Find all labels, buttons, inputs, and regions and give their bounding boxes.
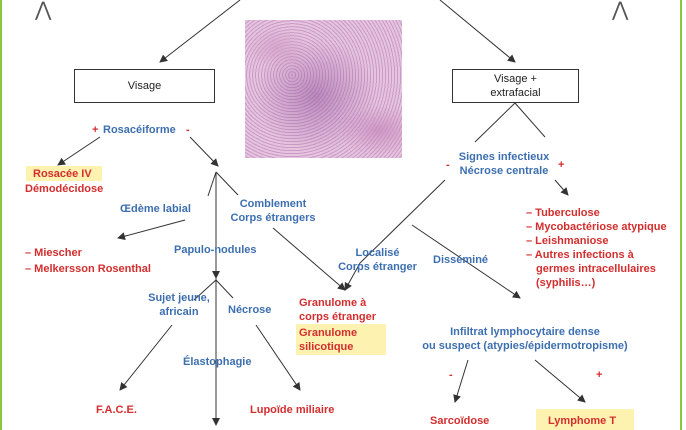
branch-necrose: [215, 279, 234, 299]
label-sujet-jeune: Sujet jeune, africain: [148, 292, 210, 318]
highlight-rosacee: [26, 166, 102, 181]
arrow-rosaceiforme-minus: [189, 136, 219, 167]
label-rosacee-iv: Rosacée IV: [33, 168, 92, 180]
label-sarcoidose: Sarcoïdose: [430, 415, 490, 427]
label-face: F.A.C.E.: [96, 404, 137, 416]
label-signes-infectieux: Signes infectieux Nécrose centrale: [458, 151, 550, 177]
branch-comblement: [215, 171, 239, 196]
top-right-arrowhead-icon: ⋀: [612, 0, 629, 21]
highlight-silicotique: [296, 324, 386, 355]
minus-sign-sarcoidose: -: [449, 369, 453, 381]
plus-sign-lymphome: +: [596, 369, 603, 381]
arrow-to-lymphome: [534, 359, 586, 403]
top-left-arrowhead-icon: ⋀: [35, 0, 52, 21]
line-box-to-signes: [474, 102, 516, 143]
label-lymphome-t: Lymphome T: [548, 415, 617, 427]
arrow-to-rosacee: [57, 136, 101, 166]
arrow-to-infiltrat: [411, 224, 521, 299]
highlight-lymphome: [536, 409, 634, 430]
arrow-to-infections: [554, 179, 569, 196]
arrow-comblement-to-granulome: [272, 227, 346, 291]
arrow-to-sarcoidose: [453, 359, 469, 403]
label-granulome-silicotique: Granulome silicotique: [299, 327, 358, 353]
label-melkersson: – Melkersson Rosenthal: [25, 263, 151, 275]
arrow-top-to-visage: [159, 0, 241, 63]
label-miescher: – Miescher: [25, 247, 82, 259]
arrow-localise-to-granulome: [344, 262, 361, 291]
line-to-localise: [359, 179, 446, 264]
label-granulome-corps-etranger: Granulome à corps étranger: [299, 297, 377, 323]
box-visage: Visage: [74, 69, 215, 103]
line-box-to-signes-2: [514, 102, 546, 138]
arrow-to-miescher: [117, 219, 186, 241]
arrow-to-face: [119, 324, 173, 391]
label-comblement: Comblement Corps étrangers: [230, 198, 316, 224]
arrow-top-to-visage-extra: [439, 0, 516, 63]
plus-sign: +: [92, 124, 99, 136]
minus-sign: -: [186, 124, 190, 136]
label-dissemine: Disséminé: [433, 254, 489, 266]
list-infections: – Tuberculose – Mycobactériose atypique …: [526, 207, 667, 289]
label-demodecidose: Démodécidose: [25, 183, 104, 195]
branch-oedeme: [207, 171, 217, 197]
plus-sign-right: +: [558, 159, 565, 171]
label-papulo-nodules: Papulo-nodules: [174, 244, 257, 256]
label-lupoide-miliaire: Lupoïde miliaire: [250, 404, 335, 416]
label-rosaceiforme: Rosacéiforme: [103, 124, 176, 136]
box-visage-extrafacial: Visage + extrafacial: [452, 69, 579, 103]
label-elastophagie: Élastophagie: [183, 356, 252, 368]
label-infiltrat: Infiltrat lymphocytaire dense ou suspect…: [422, 326, 628, 352]
label-localise: Localisé Corps étranger: [338, 247, 417, 273]
histology-micrograph: [245, 20, 402, 158]
arrow-to-lupoide: [255, 324, 301, 391]
branch-sujet: [193, 279, 217, 301]
minus-sign-right: -: [446, 159, 450, 171]
label-necrose: Nécrose: [228, 304, 272, 316]
label-oedeme-labial: Œdème labial: [120, 203, 191, 215]
